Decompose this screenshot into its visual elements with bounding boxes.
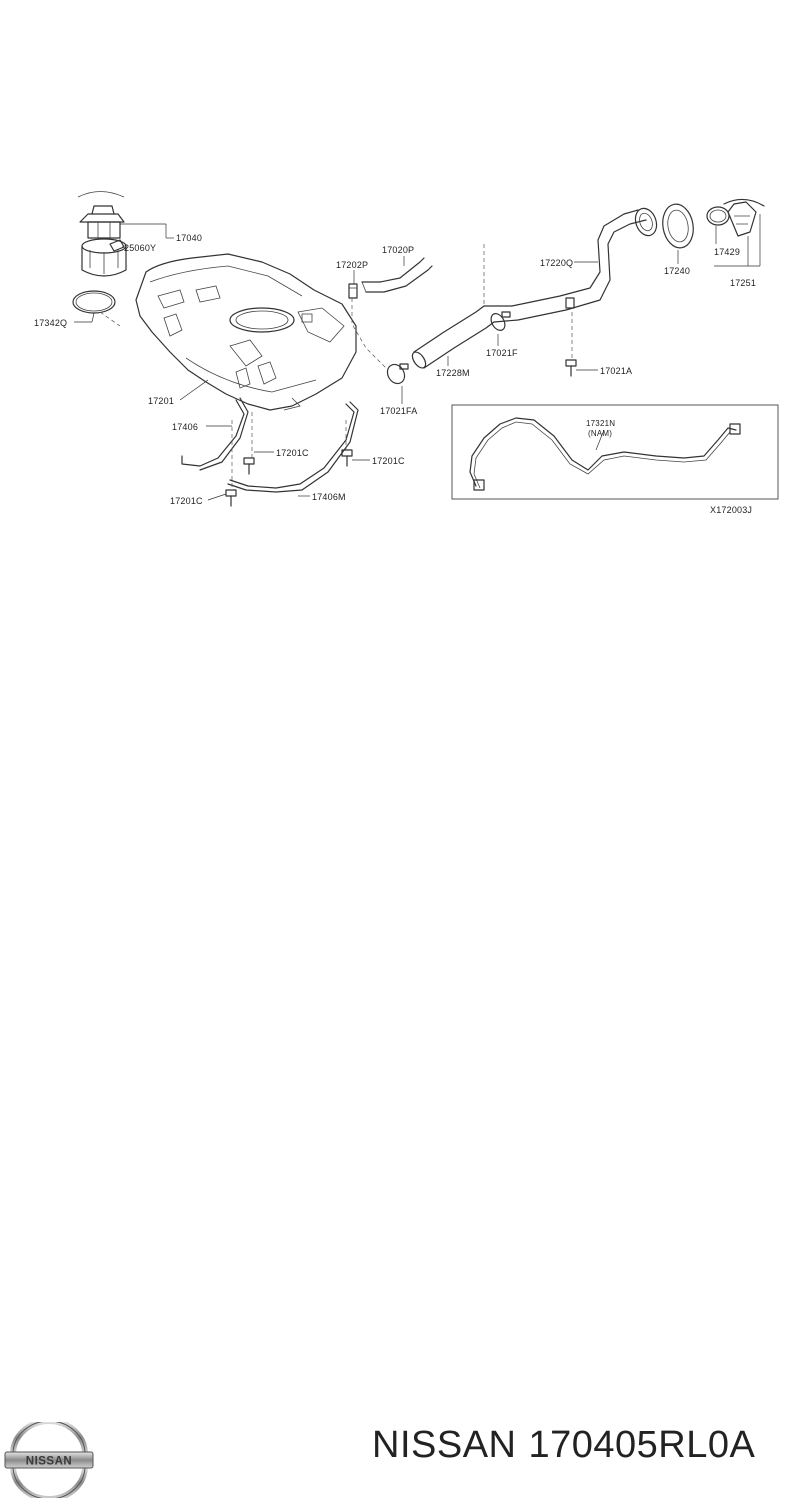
label-17021f: 17021F bbox=[486, 348, 518, 358]
leader-lines bbox=[74, 214, 761, 501]
label-17228m: 17228M bbox=[436, 368, 470, 378]
nissan-logo: NISSAN bbox=[4, 1422, 94, 1498]
tank-strap-17406 bbox=[181, 397, 249, 471]
screw-17021a bbox=[565, 359, 577, 377]
bolt-17201c-b bbox=[341, 449, 353, 467]
part-number: 170405RL0A bbox=[528, 1424, 756, 1466]
fuel-pump-module bbox=[77, 191, 127, 277]
fuel-tank bbox=[135, 253, 357, 411]
label-17429: 17429 bbox=[714, 247, 740, 257]
brand-name: NISSAN bbox=[372, 1424, 517, 1466]
label-17342q: 17342Q bbox=[34, 318, 67, 328]
label-17406: 17406 bbox=[172, 422, 198, 432]
filler-gasket-17240 bbox=[662, 203, 694, 249]
bolt-17201c-c bbox=[225, 489, 237, 507]
filler-hose-17228m bbox=[411, 305, 495, 369]
dashed-position-lines bbox=[99, 244, 573, 490]
tank-strap-17406m bbox=[227, 401, 359, 493]
label-25060y: 25060Y bbox=[124, 243, 156, 253]
filler-tube-17220q bbox=[483, 207, 658, 323]
label-nam: (NAM) bbox=[588, 429, 612, 438]
parts-diagram: 17040 25060Y 17342Q 17201 17406 17201C 1… bbox=[34, 191, 779, 515]
diagram-reference: X172003J bbox=[710, 505, 752, 515]
label-17201c-b: 17201C bbox=[372, 456, 405, 466]
clamp-17021f bbox=[490, 311, 511, 331]
label-17240: 17240 bbox=[664, 266, 690, 276]
label-17201: 17201 bbox=[148, 396, 174, 406]
label-17021a: 17021A bbox=[600, 366, 632, 376]
label-17321n: 17321N bbox=[586, 419, 615, 428]
label-17021fa: 17021FA bbox=[380, 406, 417, 416]
cap-ring-17429 bbox=[706, 206, 730, 226]
part-caption: NISSAN 170405RL0A bbox=[372, 1424, 755, 1467]
bolt-17201c-a bbox=[243, 457, 255, 475]
label-17040: 17040 bbox=[176, 233, 202, 243]
label-17220q: 17220Q bbox=[540, 258, 573, 268]
pipe-17202p bbox=[348, 283, 358, 299]
label-17251: 17251 bbox=[730, 278, 756, 288]
logo-text: NISSAN bbox=[26, 1456, 72, 1468]
label-17406m: 17406M bbox=[312, 492, 346, 502]
label-17201c-c: 17201C bbox=[170, 496, 203, 506]
vent-hose-17020p bbox=[361, 257, 433, 293]
label-17202p: 17202P bbox=[336, 260, 368, 270]
fuel-cap-17251 bbox=[723, 198, 765, 237]
label-17201c-a: 17201C bbox=[276, 448, 309, 458]
label-17020p: 17020P bbox=[382, 245, 414, 255]
inset-frame bbox=[451, 404, 779, 500]
clamp-17021fa bbox=[386, 363, 409, 385]
pump-gasket-ring bbox=[72, 290, 116, 314]
footer: NISSAN NISSAN 170405RL0A bbox=[0, 700, 800, 1498]
